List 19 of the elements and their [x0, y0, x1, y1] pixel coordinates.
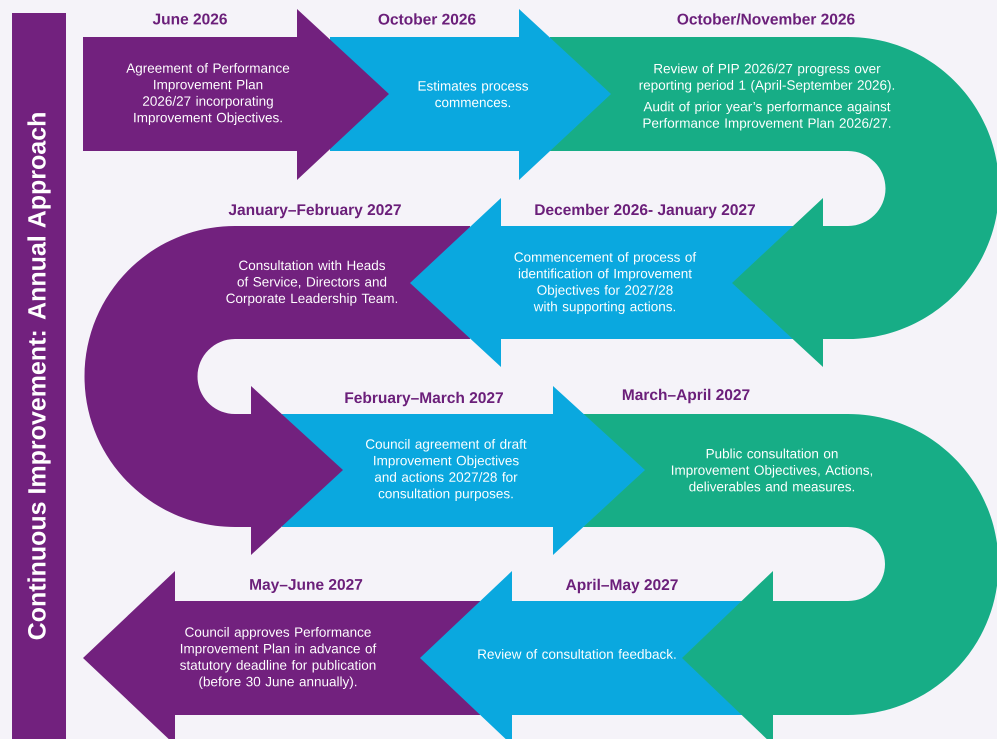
title-bar: Continuous Improvement: Annual Approach: [12, 13, 66, 739]
step-text: Review of PIP 2026/27 progress over reporting period 1 (April-September 2026). Audit of prior year’s performance against Performance Improvement Plan 2026/27.: [640, 63, 894, 131]
date-heading: May–June 2027: [250, 578, 362, 593]
step-text: Public consultation on Improvement Objectives, Actions, deliverables and measures.: [672, 448, 872, 492]
step-text: Estimates process commences.: [418, 80, 528, 108]
date-heading: April–May 2027: [566, 578, 678, 594]
date-heading: October/November 2026: [677, 13, 855, 25]
date-heading: March–April 2027: [622, 388, 750, 404]
step-text: Commencement of process of identification of Improvement Objectives for 2027/28 with supporting actions.: [514, 252, 696, 314]
step-text: Council approves Performance Improvement Plan in advance of statutory deadline for publication (before 30 June annually).: [180, 626, 376, 690]
date-heading: June 2026: [152, 14, 227, 24]
step-text: Consultation with Heads of Service, Directors and Corporate Leadership Team.: [226, 260, 398, 306]
step-text: Agreement of Performance Improvement Plan 2026/27 incorporating Improvement Objectives.: [126, 62, 290, 126]
date-heading: October 2026: [378, 13, 476, 25]
date-heading: December 2026- January 2027: [535, 204, 755, 218]
step-text: Council agreement of draft Improvement Objectives and actions 2027/28 for consultation purposes.: [366, 438, 527, 502]
step-text: Review of consultation feedback.: [478, 649, 676, 659]
date-heading: January–February 2027: [228, 204, 401, 218]
date-heading: February–March 2027: [345, 392, 503, 406]
